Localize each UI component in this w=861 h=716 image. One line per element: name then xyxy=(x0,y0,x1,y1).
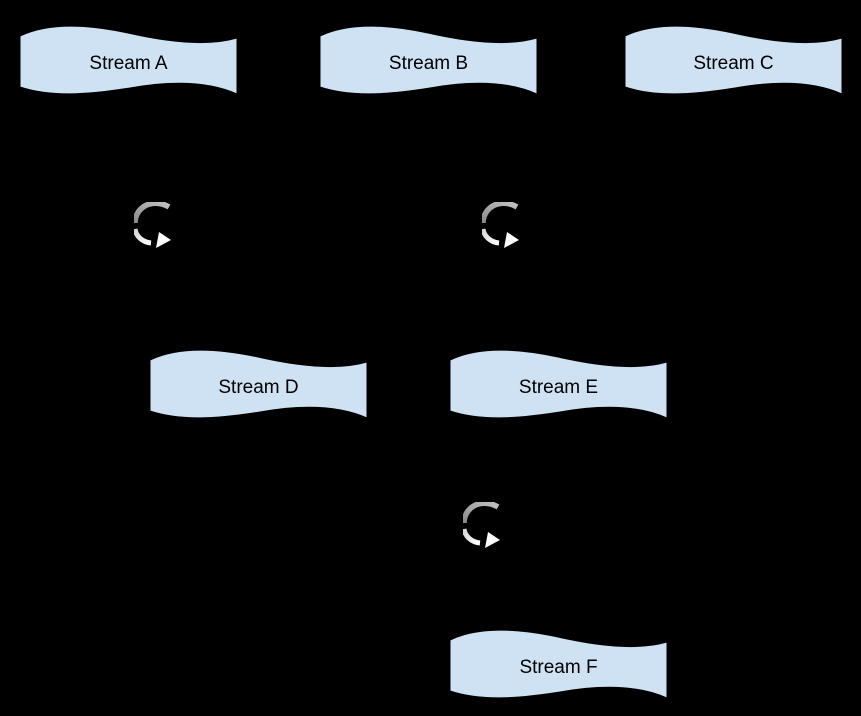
circular-arrow-icon xyxy=(134,202,171,248)
stream-node-label: Stream B xyxy=(388,53,469,74)
node-stream-c: Stream C xyxy=(625,25,842,97)
stream-node-label: Stream D xyxy=(218,377,299,398)
circular-arrow-icon xyxy=(482,202,519,248)
stream-node-label: Stream E xyxy=(518,377,599,398)
stream-node-label: Stream F xyxy=(519,657,598,678)
node-stream-a: Stream A xyxy=(20,25,237,97)
node-stream-f: Stream F xyxy=(450,629,667,701)
node-stream-d: Stream D xyxy=(150,349,367,421)
node-stream-b: Stream B xyxy=(320,25,537,97)
node-stream-e: Stream E xyxy=(450,349,667,421)
stream-node-label: Stream A xyxy=(89,53,168,74)
stream-node-label: Stream C xyxy=(693,53,774,74)
circular-arrow-icon xyxy=(463,502,500,548)
